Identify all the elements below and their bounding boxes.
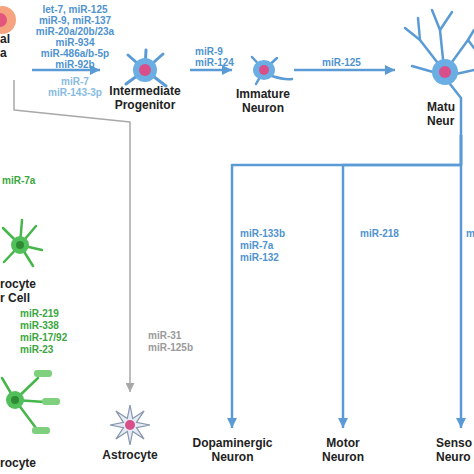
dendrite <box>468 40 474 48</box>
mirna-label: miR-125 <box>322 57 361 68</box>
dendrite <box>452 30 474 62</box>
dendrite <box>405 28 437 62</box>
arrow-connector <box>14 80 130 392</box>
neuron-type-node: Motor Neuron <box>310 428 376 468</box>
mirna-label: miR-7a <box>2 175 35 186</box>
arrow-connector <box>294 69 395 72</box>
precursor-node: rocyte r Cell <box>0 215 75 310</box>
mirna-label: miR-92b <box>20 59 130 70</box>
precursor-cell <box>3 220 42 266</box>
cell-processes <box>2 378 45 428</box>
node-label: Dopaminergic Neuron <box>185 436 280 464</box>
mirna-label: miR-31 <box>148 330 181 341</box>
mirna-label: miR-7 <box>20 76 130 87</box>
myelin-segment <box>42 398 60 405</box>
mirna-label: miR-17/92 <box>20 332 67 343</box>
cell-body <box>11 236 29 254</box>
progenitor-node: Intermediate Progenitor <box>100 40 190 112</box>
node-label: Senso Neuro <box>436 436 474 464</box>
mirna-label: miR-486a/b-5p <box>20 48 130 59</box>
star-body <box>110 405 150 445</box>
mature-neuron-node: Matu Neur <box>395 0 474 135</box>
node-label: rocyte r Cell <box>0 277 42 305</box>
mirna-label: miR-934 <box>20 37 130 48</box>
arrow-connector <box>343 135 461 428</box>
mirna-label: miR-143-3p <box>20 87 130 98</box>
dendrite <box>432 10 443 59</box>
arrow-connector <box>190 69 232 72</box>
cell-nucleus <box>439 66 451 78</box>
dendrite <box>440 12 452 30</box>
arrow-connector <box>232 135 461 428</box>
dendrite <box>456 70 474 74</box>
cell-processes <box>126 50 166 86</box>
mirna-label: miR-124 <box>195 57 234 68</box>
cell-body <box>0 6 16 34</box>
cell-processes <box>3 220 42 266</box>
cell-nucleus <box>0 13 7 27</box>
cell-nucleus <box>259 65 269 75</box>
mirna-label: miR-125b <box>148 342 193 353</box>
cell-nucleus <box>125 420 135 430</box>
oligodendrocyte-node: rocyte <box>0 370 60 470</box>
cell-nucleus <box>139 64 151 76</box>
radial-glia-node: al a <box>0 5 32 80</box>
node-label: Motor Neuron <box>310 436 376 464</box>
immature-neuron-cell <box>252 57 292 84</box>
node-label: Immature Neuron <box>232 87 294 115</box>
mirna-label: m <box>466 228 474 239</box>
dendrite <box>412 66 433 72</box>
dendrite <box>418 18 420 40</box>
neuron-type-node: Dopaminergic Neuron <box>185 428 280 468</box>
node-label: Astrocyte <box>90 448 170 462</box>
cell-body <box>432 59 458 85</box>
astrocyte-node: Astrocyte <box>90 392 170 467</box>
mirna-label: miR-338 <box>20 320 59 331</box>
node-label: Intermediate Progenitor <box>100 84 190 112</box>
cell-nucleus <box>16 241 24 249</box>
mirna-label: miR-9 <box>195 46 223 57</box>
mirna-label: miR-133b <box>240 228 285 239</box>
mirna-label: miR-7a <box>240 240 273 251</box>
arrow-connector <box>460 135 463 428</box>
node-label: al a <box>0 32 14 60</box>
node-label: rocyte <box>0 456 60 470</box>
mirna-label: miR-20a/20b/23a <box>20 26 130 37</box>
progenitor-cell <box>126 50 166 86</box>
cell-nucleus <box>11 396 19 404</box>
cell-processes <box>252 57 292 84</box>
mirna-label: miR-219 <box>20 308 59 319</box>
mirna-label: miR-132 <box>240 252 279 263</box>
myelin-segment <box>32 427 50 434</box>
radial-glia-cell <box>0 6 16 34</box>
mirna-label: miR-9, miR-137 <box>20 15 130 26</box>
axon <box>272 76 292 79</box>
mirna-label: miR-218 <box>360 228 399 239</box>
immature-neuron-node: Immature Neuron <box>232 45 294 115</box>
myelin-segment <box>34 370 52 377</box>
cell-body <box>253 60 275 80</box>
node-label: Matu Neur <box>427 100 457 128</box>
oligodendrocyte-cell <box>2 370 60 434</box>
astrocyte-cell <box>110 405 150 445</box>
mature-neuron-cell <box>405 10 474 135</box>
dendrites <box>405 10 474 135</box>
mirna-label: let-7, miR-125 <box>20 4 130 15</box>
cell-body <box>133 58 157 82</box>
mirna-label: miR-23 <box>20 344 53 355</box>
neuron-type-node: Senso Neuro <box>436 428 474 468</box>
cell-body <box>6 391 24 409</box>
